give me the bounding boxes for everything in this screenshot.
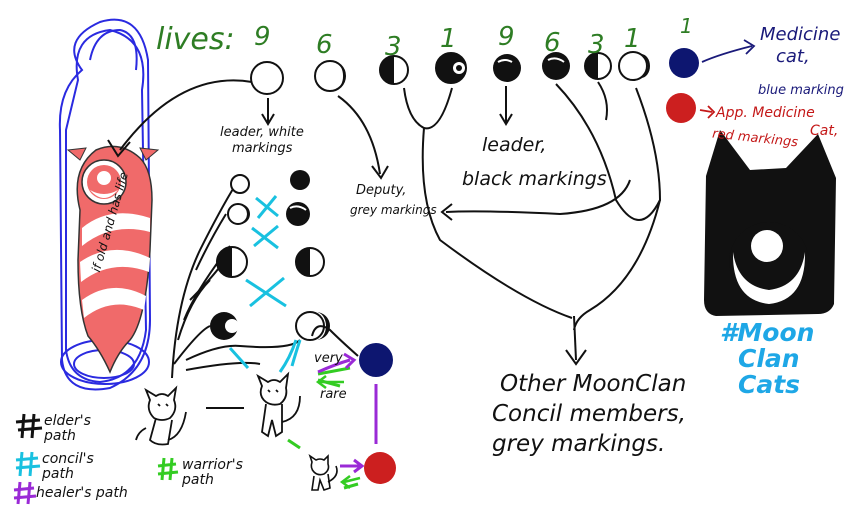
medicine-cat-label-3: blue marking xyxy=(758,83,844,98)
legend-healer-hash xyxy=(13,481,37,505)
app-medicine-label-1: App. Medicine xyxy=(716,105,815,121)
lives-number-5: 9 xyxy=(498,22,515,52)
lives-number-6: 6 xyxy=(544,28,561,58)
legend-council-text: concil's path xyxy=(42,451,94,482)
healer-path-lines xyxy=(317,352,378,474)
legend-elder-hash xyxy=(15,413,43,439)
lives-number-4: 1 xyxy=(440,24,457,54)
arrow-to-banner xyxy=(119,79,253,151)
connector-lines xyxy=(261,81,662,366)
elder-moons-left xyxy=(210,174,250,340)
legend-healer-text: healer's path xyxy=(36,485,128,501)
council-crosses xyxy=(228,195,298,373)
other-members-label-2: Concil members, xyxy=(492,401,686,427)
deputy-label-2: grey markings xyxy=(350,203,437,217)
lives-number-7: 3 xyxy=(588,30,605,60)
moon-row xyxy=(250,48,699,123)
moon-full-white xyxy=(250,61,284,95)
medicine-cat-label-2: cat, xyxy=(776,46,810,67)
moon-black-9 xyxy=(493,54,521,82)
arrow-head-banner xyxy=(107,139,131,158)
lives-number-3: 3 xyxy=(385,32,402,62)
warrior-cat-icon xyxy=(256,371,301,438)
leader-black-label-2: black markings xyxy=(462,168,607,190)
lives-number-1: 9 xyxy=(254,22,271,52)
elder-moons-right xyxy=(286,170,330,341)
banner-pole xyxy=(58,18,160,391)
moon-black-half-3 xyxy=(584,52,612,80)
medicine-cat-label-1: Medicine xyxy=(760,24,841,45)
lives-number-2: 6 xyxy=(316,30,333,60)
hashtag-label-1: #Moon xyxy=(720,318,815,347)
lives-label: lives: xyxy=(156,22,235,57)
legend-marks xyxy=(13,413,179,505)
hashtag-label-3: Cats xyxy=(738,370,801,399)
app-medicine-label-2: Cat, xyxy=(810,123,839,139)
app-medicine-red-dot xyxy=(666,93,696,123)
legend-warrior-hash xyxy=(157,457,179,481)
deputy-label-1: Deputy, xyxy=(356,183,407,198)
leader-white-label-2: markings xyxy=(232,141,293,156)
path-red-dot xyxy=(364,452,396,484)
legend-council-hash xyxy=(15,451,41,477)
elder-cat-icon xyxy=(135,385,187,446)
moon-half-3 xyxy=(379,55,409,85)
moonclan-cat-logo xyxy=(704,130,836,316)
very-rare-label-1: very xyxy=(314,351,343,366)
lives-number-8: 1 xyxy=(624,24,641,54)
legend-elder-text: elder's path xyxy=(44,413,91,444)
moon-white-6 xyxy=(314,60,346,92)
legend-warrior-text: warrior's path xyxy=(182,457,243,488)
moon-crescent-1 xyxy=(618,51,650,81)
very-rare-label-2: rare xyxy=(320,387,347,402)
leader-white-label-1: leader, white xyxy=(220,125,304,140)
apprentice-cat-icon xyxy=(308,454,338,491)
other-members-label-3: grey markings. xyxy=(492,431,666,457)
moon-black-6 xyxy=(542,52,570,80)
hashtag-label-2: Clan xyxy=(738,344,800,373)
leader-black-label-1: leader, xyxy=(482,134,547,156)
moon-black-1 xyxy=(435,52,467,84)
council-path-line xyxy=(290,339,302,367)
warrior-arrow xyxy=(315,375,361,489)
medicine-cat-blue-dot xyxy=(669,48,699,78)
other-members-label-1: Other MoonClan xyxy=(500,371,687,397)
path-blue-dot xyxy=(359,343,393,377)
lives-number-9: 1 xyxy=(680,14,693,38)
